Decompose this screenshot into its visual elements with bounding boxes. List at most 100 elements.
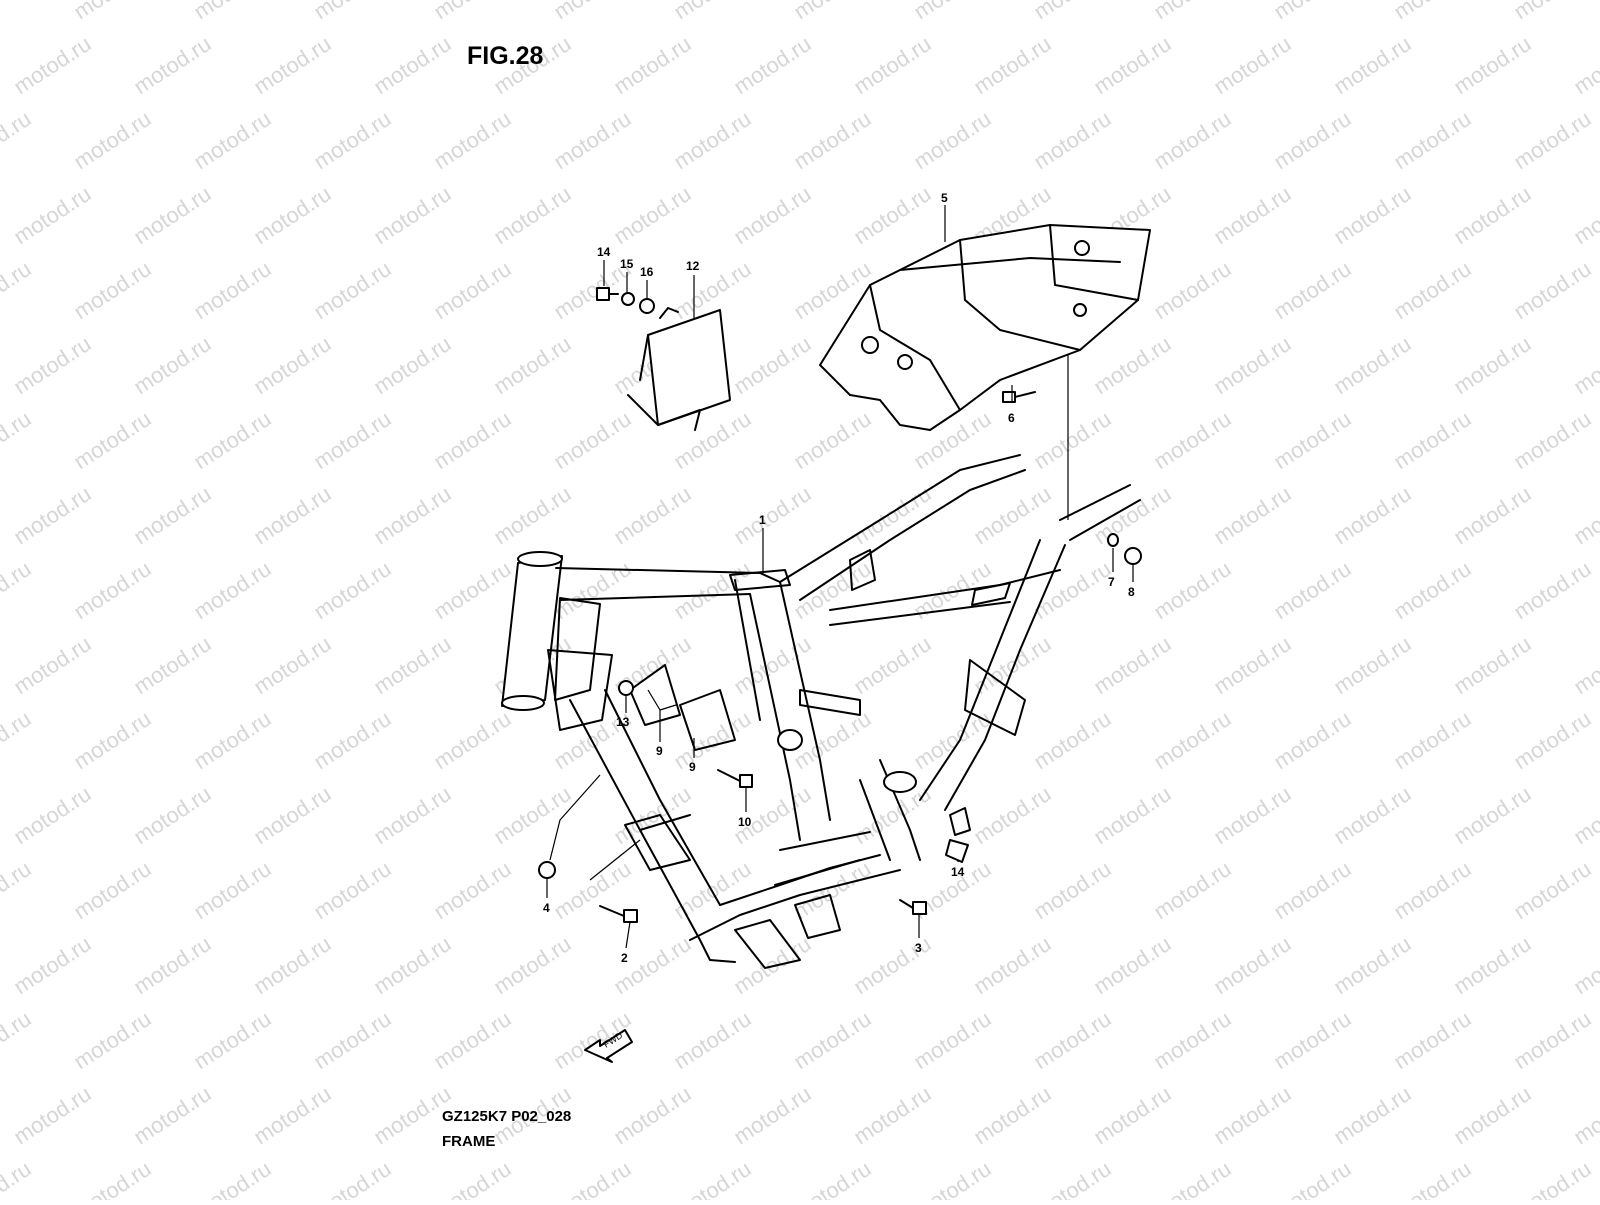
watermark-text: motod.ru xyxy=(1269,856,1355,924)
figure-title: FIG.28 xyxy=(467,42,544,70)
watermark-text: motod.ru xyxy=(789,106,875,174)
watermark-text: motod.ru xyxy=(189,1156,275,1200)
watermark-text: motod.ru xyxy=(69,1006,155,1074)
watermark-text: motod.ru xyxy=(1029,406,1115,474)
watermark-text: motod.ru xyxy=(69,706,155,774)
watermark-text: motod.ru xyxy=(1089,481,1175,549)
watermark-text: motod.ru xyxy=(249,31,335,99)
watermark-text: motod.ru xyxy=(789,0,875,24)
watermark-text: motod.ru xyxy=(789,556,875,624)
watermark-text: motod.ru xyxy=(729,1081,815,1149)
watermark-text: motod.ru xyxy=(909,706,995,774)
watermark-text: motod.ru xyxy=(489,331,575,399)
watermark-text: motod.ru xyxy=(1389,706,1475,774)
watermark-text: motod.ru xyxy=(249,1081,335,1149)
watermark-text: motod.ru xyxy=(729,931,815,999)
battery-box-drawing xyxy=(627,307,731,431)
watermark-text: motod.ru xyxy=(1569,1081,1600,1149)
watermark-text: motod.ru xyxy=(9,631,95,699)
watermark-text: motod.ru xyxy=(0,556,36,624)
watermark-text: motod.ru xyxy=(789,856,875,924)
watermark-text: motod.ru xyxy=(1569,781,1600,849)
watermark-text: motod.ru xyxy=(1389,856,1475,924)
watermark-text: motod.ru xyxy=(549,0,635,24)
watermark-text: motod.ru xyxy=(729,181,815,249)
callout-labels: 14 15 16 12 5 6 1 7 8 13 9 9 10 14 4 2 3 xyxy=(543,191,1135,965)
watermark-text: motod.ru xyxy=(1329,1081,1415,1149)
callout-16: 16 xyxy=(640,265,654,279)
watermark-text: motod.ru xyxy=(1389,1156,1475,1200)
watermark-text: motod.ru xyxy=(1089,31,1175,99)
watermark-text: motod.ru xyxy=(729,481,815,549)
watermark-text: motod.ru xyxy=(1509,256,1595,324)
watermark-text: motod.ru xyxy=(69,856,155,924)
watermark-text: motod.ru xyxy=(1569,631,1600,699)
watermark-text: motod.ru xyxy=(429,1006,515,1074)
watermark-text: motod.ru xyxy=(129,631,215,699)
watermark-text: motod.ru xyxy=(1089,1081,1175,1149)
watermark-text: motod.ru xyxy=(369,631,455,699)
watermark-text: motod.ru xyxy=(1209,631,1295,699)
watermark-text: motod.ru xyxy=(1449,481,1535,549)
watermark-text: motod.ru xyxy=(429,0,515,24)
callout-13: 12 xyxy=(686,259,700,273)
callout-7: 7 xyxy=(1108,575,1115,589)
callout-2: 2 xyxy=(621,951,628,965)
watermark-text: motod.ru xyxy=(1449,181,1535,249)
watermark-text: motod.ru xyxy=(609,181,695,249)
watermark-text: motod.ru xyxy=(549,1156,635,1200)
watermark-text: motod.ru xyxy=(9,481,95,549)
watermark-text: motod.ru xyxy=(129,181,215,249)
callout-9-right: 9 xyxy=(689,760,696,774)
watermark-text: motod.ru xyxy=(1269,1156,1355,1200)
watermark-text: motod.ru xyxy=(1389,256,1475,324)
watermark-text: motod.ru xyxy=(1209,1081,1295,1149)
watermark-text: motod.ru xyxy=(1449,631,1535,699)
watermark-text: motod.ru xyxy=(129,1081,215,1149)
watermark-text: motod.ru xyxy=(1569,181,1600,249)
watermark-text: motod.ru xyxy=(129,31,215,99)
watermark-text: motod.ru xyxy=(849,181,935,249)
watermark-text: motod.ru xyxy=(1269,406,1355,474)
callout-14: 14 xyxy=(597,245,611,259)
watermark-text: motod.ru xyxy=(429,856,515,924)
watermark-text: motod.ru xyxy=(189,406,275,474)
watermark-text: motod.ru xyxy=(549,106,635,174)
watermark-text: motod.ru xyxy=(9,781,95,849)
watermark-text: motod.ru xyxy=(849,931,935,999)
watermark-text: motod.ru xyxy=(1149,0,1235,24)
watermark-text: motod.ru xyxy=(849,631,935,699)
watermark-text: motod.ru xyxy=(549,556,635,624)
watermark-text: motod.ru xyxy=(189,1006,275,1074)
watermark-text: motod.ru xyxy=(669,106,755,174)
watermark-text: motod.ru xyxy=(849,1081,935,1149)
watermark-text: motod.ru xyxy=(1029,1006,1115,1074)
watermark-text: motod.ru xyxy=(789,1006,875,1074)
watermark-text: motod.ru xyxy=(1329,481,1415,549)
watermark-text: motod.ru xyxy=(369,481,455,549)
watermark-text: motod.ru xyxy=(969,781,1055,849)
watermark-text: motod.ru xyxy=(1149,1006,1235,1074)
watermark-text: motod.ru xyxy=(69,406,155,474)
watermark-text: motod.ru xyxy=(309,556,395,624)
watermark-text: motod.ru xyxy=(1029,556,1115,624)
watermark-text: motod.ru xyxy=(369,931,455,999)
watermark-text: motod.ru xyxy=(609,1081,695,1149)
watermark-text: motod.ru xyxy=(1569,31,1600,99)
watermark-text: motod.ru xyxy=(1329,331,1415,399)
watermark-text: motod.ru xyxy=(1149,706,1235,774)
watermark-text: motod.ru xyxy=(249,631,335,699)
watermark-text: motod.ru xyxy=(969,931,1055,999)
watermark-text: motod.ru xyxy=(1029,1156,1115,1200)
watermark-text: motod.ru xyxy=(1269,0,1355,24)
watermark-text: motod.ru xyxy=(1509,0,1595,24)
callout-5: 5 xyxy=(941,191,948,205)
watermark-text: motod.ru xyxy=(1569,331,1600,399)
watermark-text: motod.ru xyxy=(309,706,395,774)
rear-fender-drawing xyxy=(819,224,1151,431)
watermark-text: motod.ru xyxy=(69,106,155,174)
watermark-text: motod.ru xyxy=(309,256,395,324)
leader-lines xyxy=(546,205,1134,949)
watermark-text: motod.ru xyxy=(1269,256,1355,324)
watermark-text: motod.ru xyxy=(969,631,1055,699)
